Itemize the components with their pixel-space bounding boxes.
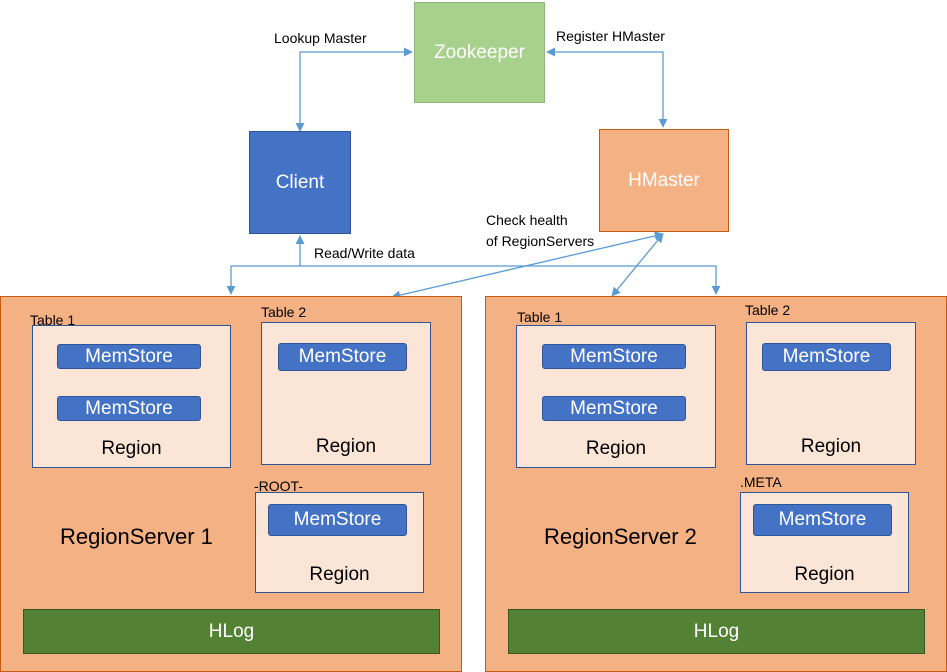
client-node: Client bbox=[249, 131, 351, 234]
rs2-table2-label: Table 2 bbox=[745, 302, 791, 318]
rs2-meta-memstore: MemStore bbox=[753, 504, 892, 536]
check-health-arrow-rs2 bbox=[611, 233, 664, 297]
register-hmaster-arrow bbox=[546, 47, 668, 128]
rs2-meta-region: MemStore Region bbox=[740, 492, 909, 593]
rs1-table2-label: Table 2 bbox=[261, 304, 307, 320]
rs2-hlog: HLog bbox=[508, 609, 925, 654]
hmaster-node: HMaster bbox=[599, 129, 729, 232]
rs1-root-region: MemStore Region bbox=[255, 492, 424, 593]
rs1-table1-memstore-1: MemStore bbox=[57, 344, 201, 369]
register-hmaster-label: Register HMaster bbox=[556, 28, 665, 44]
rs2-table1-region: MemStore MemStore Region bbox=[516, 325, 716, 468]
rs1-hlog-label: HLog bbox=[208, 620, 255, 642]
hmaster-label: HMaster bbox=[628, 169, 700, 191]
zookeeper-label: Zookeeper bbox=[434, 41, 525, 63]
rs1-table1-label: Table 1 bbox=[30, 312, 76, 328]
rs1-table2-region-label: Region bbox=[315, 436, 377, 457]
rs2-meta-label: .META bbox=[740, 474, 782, 490]
rs2-table1-region-label: Region bbox=[585, 438, 647, 459]
regionserver-1-name: RegionServer 1 bbox=[60, 524, 213, 549]
rs2-table2-memstore-1: MemStore bbox=[762, 343, 891, 371]
rs2-table2-region: MemStore Region bbox=[746, 322, 916, 465]
check-health-label-line2: of RegionServers bbox=[486, 233, 595, 249]
rs2-table2-region-label: Region bbox=[800, 436, 862, 457]
rs1-table1-region-label: Region bbox=[101, 438, 162, 459]
rs2-meta-region-label: Region bbox=[794, 564, 855, 585]
lookup-master-arrow bbox=[295, 47, 413, 132]
rs1-table1-memstore-2: MemStore bbox=[57, 396, 201, 421]
lookup-master-label: Lookup Master bbox=[274, 30, 367, 46]
rs2-table1-memstore-1: MemStore bbox=[542, 344, 686, 369]
check-health-label-line1: Check health bbox=[486, 212, 568, 228]
client-label: Client bbox=[275, 171, 325, 193]
rs1-root-region-label: Region bbox=[309, 564, 370, 585]
read-write-label: Read/Write data bbox=[314, 245, 415, 261]
rs2-hlog-label: HLog bbox=[693, 620, 740, 642]
rs1-hlog: HLog bbox=[23, 609, 440, 654]
rs1-root-memstore: MemStore bbox=[268, 504, 407, 536]
rs1-root-label: -ROOT- bbox=[254, 478, 303, 494]
rs2-table1-label: Table 1 bbox=[517, 309, 563, 325]
rs1-table2-memstore-1: MemStore bbox=[278, 343, 407, 371]
rs1-table2-region: MemStore Region bbox=[261, 322, 431, 465]
regionserver-2-name: RegionServer 2 bbox=[544, 524, 697, 549]
read-write-arrow-rs1 bbox=[226, 265, 300, 295]
rs2-table1-memstore-2: MemStore bbox=[542, 396, 686, 421]
rs1-table1-region: MemStore MemStore Region bbox=[32, 325, 231, 468]
zookeeper-node: Zookeeper bbox=[414, 2, 545, 103]
